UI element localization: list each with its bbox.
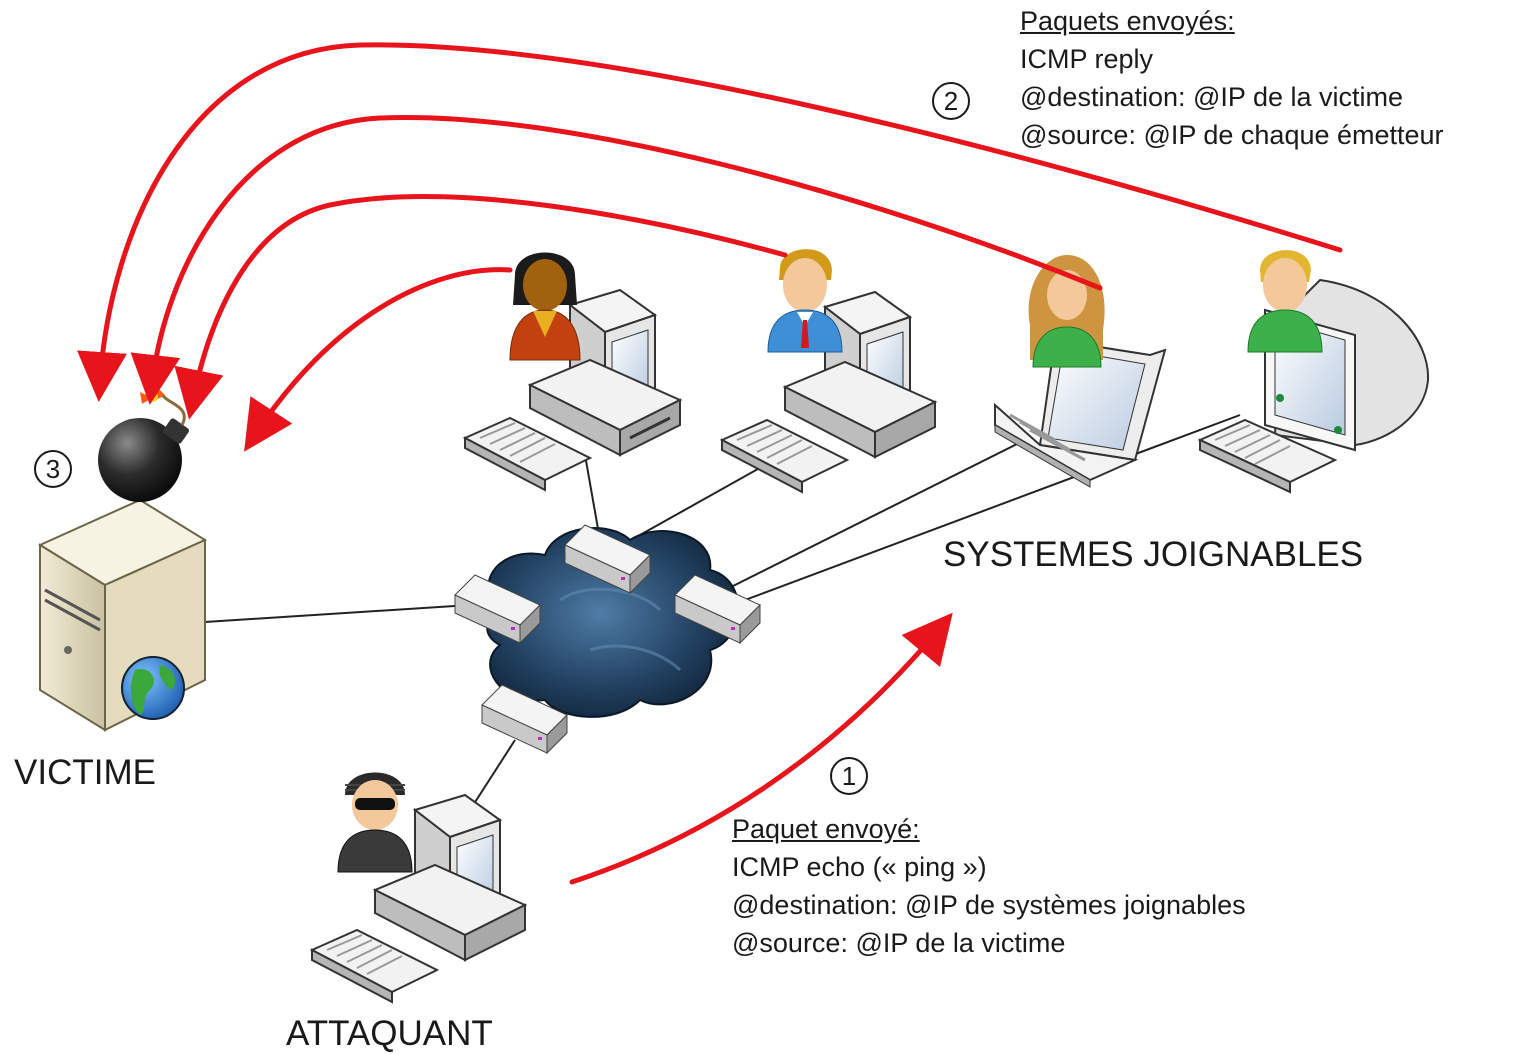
attacker-label: ATTAQUANT (286, 1014, 493, 1053)
reply-arrows (77, 42, 1343, 885)
user-icon (1247, 250, 1323, 353)
router-icon (481, 684, 568, 755)
step2-packet-info: Paquets envoyés: ICMP reply @destination… (1020, 2, 1444, 154)
desktop-icon (372, 793, 528, 962)
router-icon (674, 574, 761, 645)
link-router-attacker (469, 739, 516, 811)
step2-line2: @destination: @IP de la victime (1020, 82, 1403, 112)
user-icon (767, 249, 843, 353)
keyboard-icon (719, 418, 850, 494)
step2-line1: ICMP reply (1020, 44, 1154, 74)
link-victim-router (204, 604, 471, 623)
step1-heading: Paquet envoyé: (732, 814, 920, 844)
ping-arrow (569, 612, 953, 885)
step1-line3: @source: @IP de la victime (732, 928, 1066, 958)
reply-arrow-crt (77, 42, 1343, 402)
keyboard-icon (462, 416, 593, 492)
step2-line3: @source: @IP de chaque émetteur (1020, 120, 1444, 150)
internet-cloud-icon (486, 527, 740, 718)
reply-arrow-pc2 (174, 194, 788, 420)
step1-line1: ICMP echo (« ping ») (732, 852, 987, 882)
link-router-crt (744, 414, 1241, 601)
hacker-icon (337, 772, 413, 873)
globe-icon (121, 656, 185, 720)
network-links (204, 414, 1241, 811)
step2-heading: Paquets envoyés: (1020, 6, 1235, 36)
link-router-pc1 (584, 454, 601, 541)
link-router-laptop (724, 439, 1026, 591)
laptop-icon (994, 338, 1167, 488)
victim-label: VICTIME (14, 753, 156, 792)
link-router-pc2 (639, 464, 766, 536)
reply-arrow-laptop (130, 114, 1103, 405)
step-1-marker: 1 (830, 757, 868, 795)
step1-packet-info: Paquet envoyé: ICMP echo (« ping ») @des… (732, 810, 1246, 962)
keyboard-icon (1197, 418, 1338, 494)
user-icon (509, 252, 581, 361)
router-icon (454, 574, 541, 645)
reply-arrow-pc1 (244, 267, 513, 452)
bomb-icon (98, 385, 189, 502)
desktop-icon (527, 288, 683, 457)
step1-line2: @destination: @IP de systèmes joignables (732, 890, 1246, 920)
user-icon (1028, 255, 1105, 368)
reachable-systems-label: SYSTEMES JOIGNABLES (943, 535, 1364, 574)
step-3-marker: 3 (34, 450, 72, 488)
keyboard-icon (309, 928, 440, 1004)
router-icon (564, 524, 651, 595)
step-2-marker: 2 (932, 82, 970, 120)
